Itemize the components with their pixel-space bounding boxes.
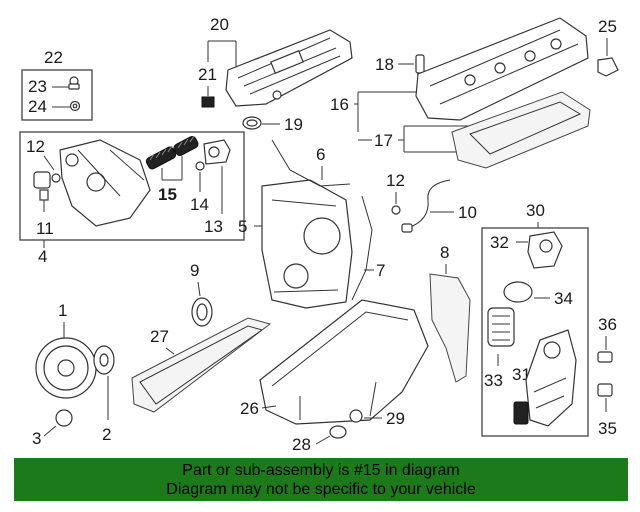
callout-35: 35 [598,419,617,438]
callout-15: 15 [158,185,177,204]
part-15-hoses [145,135,199,170]
group-4-box [19,131,245,241]
callout-19: 19 [284,115,303,134]
callout-17: 17 [374,131,393,150]
callout-33: 33 [484,371,503,390]
callout-10: 10 [458,203,477,222]
part-26-oil-pan [259,299,429,425]
part-6-gasket [271,139,351,187]
part-14-ring [195,161,205,171]
callout-22: 22 [44,48,63,67]
group-26: 27 26 29 28 [131,299,429,454]
part-36-sensor [597,351,613,363]
part-21 [201,96,215,108]
group-22: 22 23 24 [21,48,93,121]
part-18-sensor [415,54,425,74]
part-7-gasket [351,195,373,301]
callout-9: 9 [190,261,199,280]
part-3-bolt [55,409,73,427]
group-8: 8 9 [190,243,471,383]
callout-24: 24 [28,97,47,116]
callout-25: 25 [598,17,617,36]
callout-7: 7 [376,261,385,280]
part-28-plug [329,425,347,439]
callout-36: 36 [598,315,617,334]
banner-line-1: Part or sub-assembly is #15 in diagram [182,462,460,479]
callout-18: 18 [375,55,394,74]
callout-11: 11 [36,219,54,238]
info-banner: Part or sub-assembly is #15 in diagram D… [14,458,628,501]
group-20: 20 21 19 [198,15,353,134]
callout-30: 30 [526,201,545,220]
callout-12a: 12 [26,137,45,156]
part-31-housing [525,329,577,427]
group-22-box [21,69,93,121]
callout-5: 5 [238,217,247,236]
callout-14: 14 [190,195,209,214]
part-12-sensor [33,171,51,189]
callout-6: 6 [316,145,325,164]
callout-29: 29 [386,409,405,428]
callout-26: 26 [240,399,259,418]
callout-13: 13 [204,217,223,236]
part-29-washer [349,409,363,423]
part-12-bolt [391,205,401,215]
callout-34: 34 [554,289,573,308]
callout-21: 21 [198,65,217,84]
callout-32: 32 [490,233,509,252]
group-1: 1 2 3 [32,301,115,448]
part-31-gasket [513,401,529,425]
group-5: 5 6 7 12 10 [238,139,477,309]
callout-1: 1 [58,301,67,320]
part-35-switch [597,383,613,397]
callout-28: 28 [292,435,311,454]
part-27-gasket [131,317,272,413]
group-16: 18 16 17 25 [330,17,619,169]
part-25-cap [597,57,619,77]
callout-4: 4 [38,247,47,266]
group-30-box [481,227,589,437]
parts-diagram: 22 23 24 20 21 19 18 16 [19,15,619,454]
callout-27: 27 [150,327,169,346]
callout-12b: 12 [386,171,405,190]
callout-3: 3 [32,429,41,448]
part-11-bolt [39,189,49,201]
callout-2: 2 [102,425,111,444]
part-10-sensor [407,179,451,229]
part-33-filter [487,307,515,347]
callout-8: 8 [440,243,449,262]
group-30: 30 32 34 33 31 [481,201,589,437]
callout-23: 23 [28,77,47,96]
group-4: 4 12 11 15 14 13 [19,131,245,266]
part-34-o-ring [503,281,533,303]
callout-20: 20 [210,15,229,34]
part-8-gasket [429,273,471,383]
banner-line-2: Diagram may not be specific to your vehi… [166,481,476,498]
part-17-gasket [451,91,591,169]
callout-16: 16 [330,95,349,114]
